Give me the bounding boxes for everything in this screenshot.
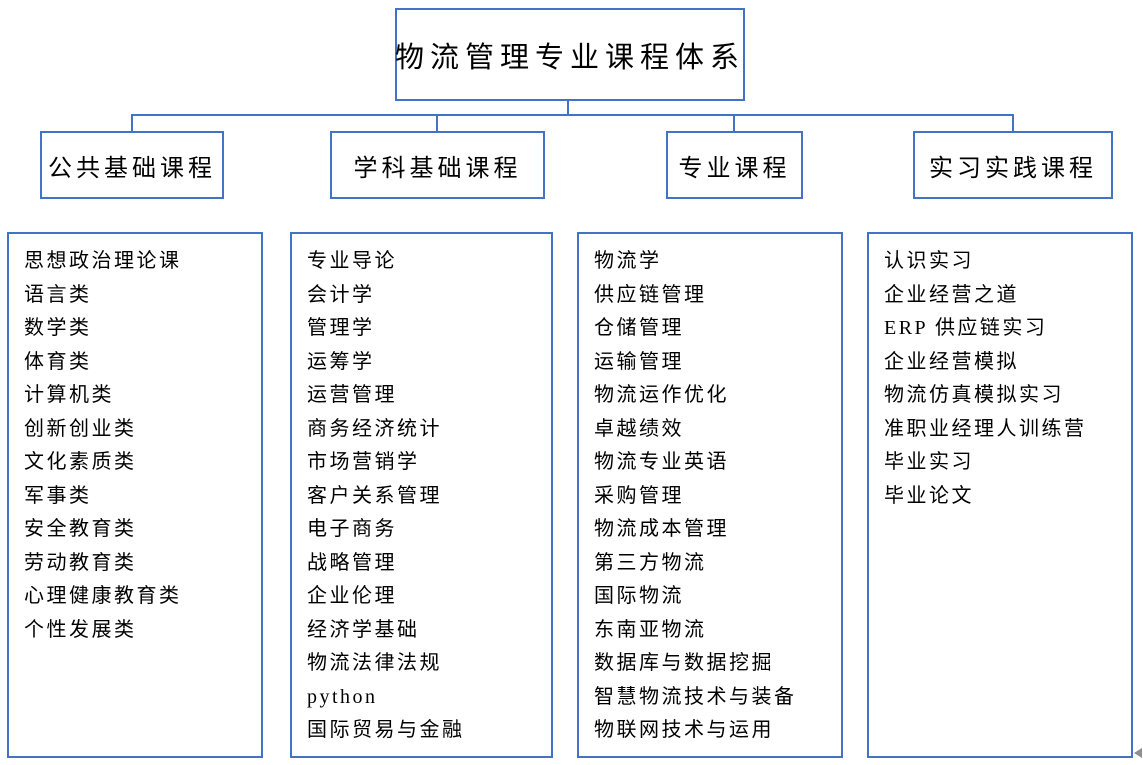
course-item: 运输管理 bbox=[594, 350, 684, 373]
course-item: 第三方物流 bbox=[594, 551, 707, 574]
diagram-title: 物流管理专业课程体系 bbox=[395, 41, 746, 74]
course-item: 电子商务 bbox=[307, 518, 397, 540]
course-item: 安全教育类 bbox=[24, 518, 137, 540]
course-item: 计算机类 bbox=[24, 384, 114, 406]
course-item: 心理健康教育类 bbox=[24, 585, 182, 607]
course-item: 经济学基础 bbox=[307, 618, 420, 641]
course-item: 劳动教育类 bbox=[24, 551, 137, 574]
course-list-public-basic[interactable]: 思想政治理论课语言类数学类体育类计算机类创新创业类文化素质类军事类安全教育类劳动… bbox=[7, 232, 263, 758]
course-item: 商务经济统计 bbox=[307, 417, 442, 440]
course-list: 专业导论会计学管理学运筹学运营管理商务经济统计市场营销学客户关系管理电子商务战略… bbox=[307, 245, 545, 748]
course-item: 管理学 bbox=[307, 317, 375, 339]
category-label: 公共基础课程 bbox=[48, 155, 216, 182]
course-item: 采购管理 bbox=[594, 484, 684, 507]
course-item: 市场营销学 bbox=[307, 451, 420, 473]
course-item: 文化素质类 bbox=[24, 451, 137, 473]
course-item: 物流专业英语 bbox=[594, 451, 729, 473]
course-item: 军事类 bbox=[24, 484, 92, 507]
course-item: 运营管理 bbox=[307, 384, 397, 406]
course-item: 国际贸易与金融 bbox=[307, 719, 465, 741]
course-list-discipline-basic[interactable]: 专业导论会计学管理学运筹学运营管理商务经济统计市场营销学客户关系管理电子商务战略… bbox=[290, 232, 553, 758]
course-item: 思想政治理论课 bbox=[24, 250, 182, 272]
course-item: 东南亚物流 bbox=[594, 618, 707, 641]
course-item: 个性发展类 bbox=[24, 618, 137, 641]
connector-drop-internship-practice bbox=[1012, 114, 1014, 132]
course-item: 准职业经理人训练营 bbox=[884, 417, 1087, 440]
course-item: 战略管理 bbox=[307, 551, 397, 574]
course-item: 物流成本管理 bbox=[594, 518, 729, 540]
course-item: 认识实习 bbox=[884, 250, 974, 272]
course-item: 物流法律法规 bbox=[307, 652, 442, 674]
connector-drop-public-basic bbox=[131, 114, 133, 132]
course-item: ERP 供应链实习 bbox=[884, 317, 1048, 339]
course-item: python bbox=[307, 685, 378, 708]
course-item: 企业经营模拟 bbox=[884, 350, 1019, 373]
anchor-arrow-icon bbox=[1134, 748, 1142, 758]
connector-title-stem bbox=[567, 100, 569, 116]
connector-drop-professional bbox=[733, 114, 735, 132]
category-label: 学科基础课程 bbox=[353, 155, 522, 182]
course-item: 运筹学 bbox=[307, 350, 375, 373]
course-item: 仓储管理 bbox=[594, 317, 684, 339]
course-item: 供应链管理 bbox=[594, 283, 707, 306]
course-item: 物流仿真模拟实习 bbox=[884, 384, 1064, 406]
category-box-professional-courses[interactable]: 专业课程 bbox=[666, 131, 803, 199]
course-item: 物流运作优化 bbox=[594, 384, 729, 406]
course-list: 物流学供应链管理仓储管理运输管理物流运作优化卓越绩效物流专业英语采购管理物流成本… bbox=[594, 245, 835, 748]
category-box-discipline-basic-courses[interactable]: 学科基础课程 bbox=[330, 131, 545, 199]
course-item: 企业经营之道 bbox=[884, 283, 1019, 306]
category-label: 专业课程 bbox=[678, 155, 791, 182]
category-label: 实习实践课程 bbox=[929, 155, 1097, 182]
course-list-internship-practice[interactable]: 认识实习企业经营之道 ERP 供应链实习企业经营模拟物流仿真模拟实习准职业经理人训… bbox=[867, 232, 1133, 758]
course-list: 认识实习企业经营之道 ERP 供应链实习企业经营模拟物流仿真模拟实习准职业经理人训… bbox=[884, 245, 1125, 513]
course-item: 语言类 bbox=[24, 283, 92, 306]
course-item: 国际物流 bbox=[594, 585, 684, 607]
course-item: 卓越绩效 bbox=[594, 417, 684, 440]
category-box-public-basic-courses[interactable]: 公共基础课程 bbox=[40, 131, 224, 199]
course-item: 体育类 bbox=[24, 350, 92, 373]
course-item: 智慧物流技术与装备 bbox=[594, 685, 797, 708]
course-item: 物联网技术与运用 bbox=[594, 719, 774, 741]
course-item: 企业伦理 bbox=[307, 585, 397, 607]
course-item: 客户关系管理 bbox=[307, 484, 442, 507]
course-list: 思想政治理论课语言类数学类体育类计算机类创新创业类文化素质类军事类安全教育类劳动… bbox=[24, 245, 255, 647]
course-item: 创新创业类 bbox=[24, 417, 137, 440]
course-item: 物流学 bbox=[594, 250, 662, 272]
category-box-internship-practice-courses[interactable]: 实习实践课程 bbox=[913, 131, 1113, 199]
course-item: 数据库与数据挖掘 bbox=[594, 652, 774, 674]
course-item: 专业导论 bbox=[307, 250, 397, 272]
course-item: 毕业论文 bbox=[884, 484, 974, 507]
diagram-title-box[interactable]: 物流管理专业课程体系 bbox=[395, 8, 745, 101]
course-item: 数学类 bbox=[24, 317, 92, 339]
connector-drop-discipline-basic bbox=[436, 114, 438, 132]
connector-horizontal-rail bbox=[131, 114, 1014, 116]
course-item: 会计学 bbox=[307, 283, 375, 306]
course-list-professional[interactable]: 物流学供应链管理仓储管理运输管理物流运作优化卓越绩效物流专业英语采购管理物流成本… bbox=[577, 232, 843, 758]
course-item: 毕业实习 bbox=[884, 451, 974, 473]
